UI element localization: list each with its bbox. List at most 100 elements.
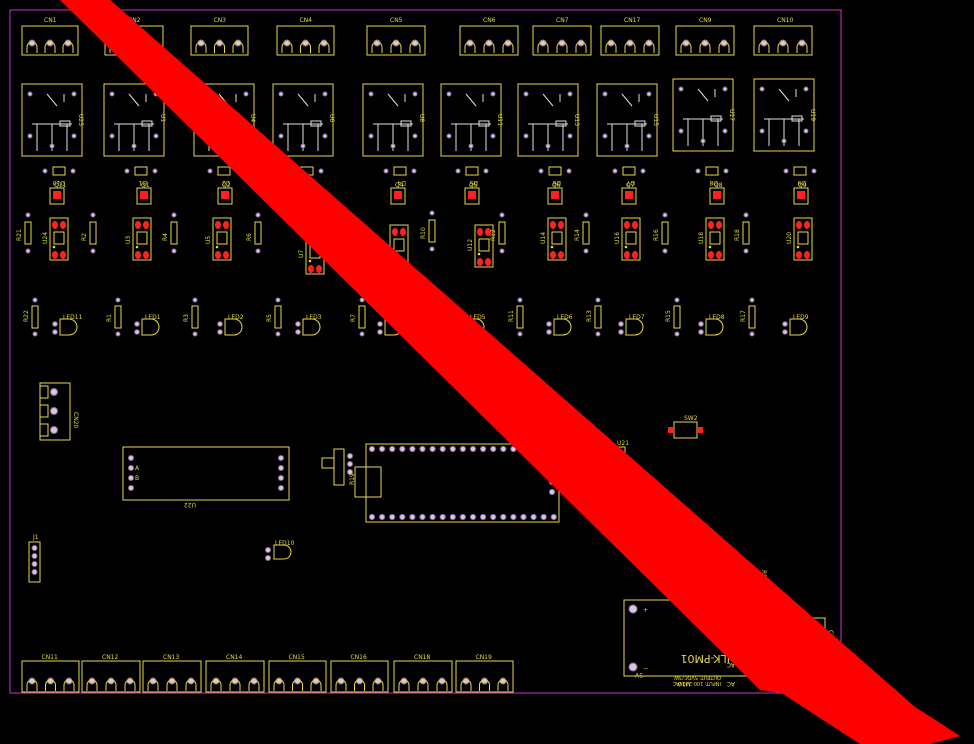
led10: LED10 — [265, 540, 295, 561]
psu-plus: + — [643, 607, 648, 614]
relay-label: U8 — [418, 114, 425, 122]
mcu-pin-top — [449, 445, 456, 453]
resistor-label: R11 — [508, 310, 515, 322]
opto-label: U20 — [786, 232, 793, 244]
relay-label: U17 — [728, 109, 735, 121]
resistor-r16 — [661, 212, 669, 254]
connector-bottom-label: CN11 — [42, 654, 58, 661]
transistor-q1 — [136, 187, 152, 205]
connector-bottom-label: CN16 — [351, 654, 367, 661]
resistor-r4 — [170, 212, 178, 254]
relay-label: U15 — [652, 114, 659, 126]
connector-bottom-cn19 — [455, 660, 514, 693]
connector-cn20: CN20 — [39, 382, 79, 441]
led-label: LED5 — [470, 314, 486, 321]
connector-bottom-cn16 — [330, 660, 389, 693]
relay-label: U4 — [249, 114, 256, 122]
led-label: LED6 — [557, 314, 573, 321]
opto-u20 — [793, 217, 813, 261]
mcu-pin-bottom — [409, 513, 416, 521]
opto-u14 — [547, 217, 567, 261]
mcu-pin-top — [419, 445, 426, 453]
relay-u13 — [517, 83, 579, 157]
resistor-label: R4 — [162, 233, 169, 241]
resistor-label: R21 — [16, 229, 23, 241]
transistor-q7 — [621, 187, 637, 205]
mcu-pin-top — [368, 445, 376, 453]
red-diagonal-overlay — [60, 0, 948, 744]
mcu-pin-bottom — [429, 513, 436, 521]
sw2-label: SW2 — [684, 415, 698, 422]
switch-sw2: SW2 — [668, 415, 703, 439]
diode-label: D6 — [552, 179, 561, 186]
header-j1: J1 — [28, 534, 41, 583]
psu-input: INPUT: 100-240VAC — [672, 680, 721, 686]
opto-label: U12 — [467, 239, 474, 251]
opto-label: U14 — [540, 232, 547, 244]
connector-top-cn17 — [600, 25, 660, 56]
mcu-pin-bottom — [520, 513, 527, 521]
opto-label: U7 — [298, 250, 305, 258]
transistor-q4 — [390, 187, 406, 205]
transistor-q8 — [709, 187, 725, 205]
red-diagonal-tail — [780, 692, 960, 744]
led-label: LED3 — [306, 314, 322, 321]
connector-top-label: CN2 — [128, 17, 141, 24]
mcu-pin-bottom — [480, 513, 487, 521]
psu-ac-2: AC — [727, 680, 735, 687]
resistor-r15 — [673, 297, 681, 337]
resistor-label: R7 — [350, 314, 357, 322]
resistor-label: R15 — [665, 310, 672, 322]
opto-u12 — [474, 224, 494, 268]
connector-bottom-label: CN18 — [414, 654, 430, 661]
j1-label: J1 — [32, 534, 39, 541]
opto-label: U16 — [614, 232, 621, 244]
mcu-pin-bottom — [500, 513, 507, 521]
mcu-pin-top — [429, 445, 436, 453]
connector-top-label: CN10 — [777, 17, 793, 24]
resistor-r14 — [582, 212, 590, 254]
connector-top-cn7 — [532, 25, 592, 56]
led-led2 — [217, 318, 243, 336]
u22-pin-b: B — [135, 475, 139, 482]
mcu-pin-top — [490, 445, 497, 453]
mcu-pin-bottom — [379, 513, 386, 521]
connector-top-cn9 — [675, 25, 735, 56]
transistor-label: Q9 — [798, 182, 807, 189]
mcu-pin-top — [379, 445, 386, 453]
connector-bottom-cn12 — [81, 660, 141, 693]
mcu-pin-bottom — [550, 513, 557, 521]
relay-label: U1 — [159, 114, 166, 122]
relay-label: U6 — [328, 114, 335, 122]
connector-top-cn5 — [366, 25, 426, 56]
transistor-label: Q11 — [54, 182, 67, 189]
connector-bottom-label: CN15 — [289, 654, 305, 661]
connector-top-label: CN9 — [699, 17, 712, 24]
resistor-r2 — [89, 212, 97, 254]
resistor-label: R5 — [266, 314, 273, 322]
transistor-q2 — [217, 187, 233, 205]
resistor-r18 — [742, 212, 750, 254]
connector-bottom-cn14 — [205, 660, 265, 693]
opto-label: U24 — [42, 232, 49, 244]
diode-d5 — [455, 166, 489, 176]
opto-u5 — [212, 217, 232, 261]
cn20-label: CN20 — [72, 412, 79, 428]
resistor-label: R16 — [653, 229, 660, 241]
led-led11 — [52, 318, 78, 336]
opto-u24 — [49, 217, 69, 261]
mcu-pin-top — [399, 445, 406, 453]
diode-label: D5 — [469, 179, 478, 186]
opto-label: U18 — [698, 232, 705, 244]
opto-u18 — [705, 217, 725, 261]
transistor-q5 — [464, 187, 480, 205]
mcu-pin-bottom — [469, 513, 477, 521]
resistor-r10 — [428, 210, 436, 252]
resistor-label: R6 — [246, 233, 253, 241]
r19-label: R19 — [349, 473, 356, 485]
diode-d9 — [783, 166, 817, 176]
mcu-pin-top — [409, 445, 416, 453]
connector-top-label: CN3 — [214, 17, 227, 24]
resistor-r21 — [24, 212, 32, 254]
resistor-label: R12 — [490, 229, 497, 241]
